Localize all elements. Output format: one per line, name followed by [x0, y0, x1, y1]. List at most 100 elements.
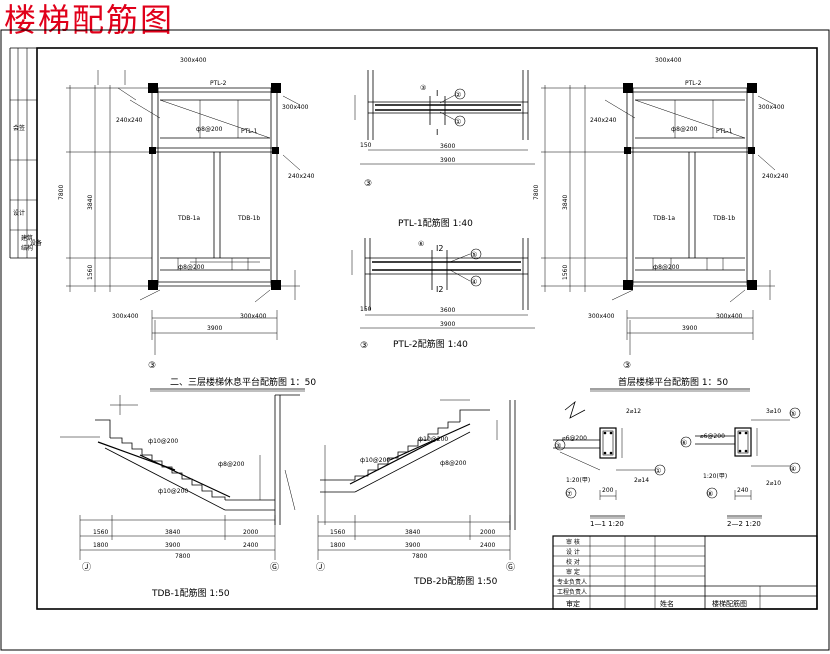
tdb1-dim-3900: 3900 [165, 542, 180, 549]
title-flights-23: 二、三层楼梯休息平台配筋图 1：50 [170, 376, 316, 388]
detail-section-11 [553, 400, 655, 519]
plan-right-phi2: ф8@200 [671, 126, 698, 133]
tdb2b-phi10: ф10@200 [418, 436, 448, 443]
tdb2b-dim-7800: 7800 [412, 553, 427, 560]
tb-review: 审定 [566, 599, 580, 608]
plan-left-tdb1a: TDB-1a [177, 215, 200, 222]
beam-ptl1-sec-top: I [436, 89, 438, 98]
side-label-3: 建筑 [21, 234, 33, 242]
tdb1-dim-1800: 1800 [93, 542, 108, 549]
beam-ptl1-c3: ③ [420, 84, 426, 92]
plan-left-col-br: 300x400 [240, 313, 267, 320]
plan-right-dim-1560: 1560 [562, 265, 569, 280]
tdb1-dim-2000: 2000 [243, 529, 258, 536]
plan-right-dim-3900: 3900 [682, 325, 697, 332]
plan-right [541, 85, 776, 355]
flight-tdb1 [60, 394, 300, 560]
d11-bar-bot: 2⌀14 [634, 477, 649, 484]
side-label-2: 设计 [13, 209, 25, 217]
tdb2b-dim-1560: 1560 [330, 529, 345, 536]
plan-right-tdb1a: TDB-1a [652, 215, 675, 222]
tdb2b-caption: TDB-2b配筋图 1:50 [413, 575, 498, 587]
flight-tdb1-labels: ф10@200 ф8@200 ф10@200 1560 3840 2000 18… [82, 438, 279, 599]
plan-left-tdb1b: TDB-1b [237, 215, 260, 222]
beam-ptl2 [351, 238, 535, 329]
beam-ptl1-c1: ① [455, 118, 461, 126]
d11-stir: ⌀6@200 [562, 435, 587, 442]
plan-right-ptl2: PTL-2 [685, 80, 702, 87]
plan-left-phi: ф8@200 [178, 264, 205, 271]
beam-ptl2-labels: ⑤ ④ ⑥ I2 I2 150 3600 3900 ③ PTL-2配筋图 1:4… [360, 240, 482, 351]
plan-right-tdb1b: TDB-1b [712, 215, 735, 222]
d11-note: 1:20(甲) [566, 477, 590, 484]
plan-left-columns [148, 83, 281, 290]
beam-ptl2-dim-3600: 3600 [440, 307, 455, 314]
tb-row-1: 审 核 [566, 538, 580, 546]
tb-row-4: 审 定 [566, 568, 580, 576]
beam-ptl1-labels: ② ① ③ I I 150 3900 3600 ③ PTL-1配筋图 1:40 [360, 84, 473, 229]
tdb1-phi10b: ф10@200 [158, 488, 188, 495]
section-titles: 二、三层楼梯休息平台配筋图 1：50 首层楼梯平台配筋图 1：50 [150, 376, 750, 392]
beam-ptl1-marker-1 [454, 115, 466, 127]
tb-row-6: 工程负责人 [557, 588, 587, 596]
plan-left-labels: 300x400 PTL-2 300x400 240x240 PTL-1 240x… [58, 57, 315, 371]
beam-ptl2-axis: ③ [360, 341, 368, 351]
drawing-title: 楼梯配筋图 [4, 1, 175, 39]
d22-stir: ⌀6@200 [700, 433, 725, 440]
d22-marker-8 [706, 487, 718, 499]
d22-c4: ④ [790, 465, 796, 473]
plan-right-col-right: 300x400 [758, 104, 785, 111]
plan-left [66, 70, 301, 355]
detail-section-11-dots [603, 431, 613, 455]
beam-ptl1-c2: ② [455, 91, 461, 99]
tdb2b-dim-3840: 3840 [405, 529, 420, 536]
d22-caption: 2—2 1:20 [727, 520, 761, 528]
side-label-4: 结构 [21, 244, 33, 252]
tdb2b-axis-j: Ⓙ [316, 562, 325, 573]
plan-right-phi: ф8@200 [653, 264, 680, 271]
plan-right-col-240r: 240x240 [762, 173, 789, 180]
tdb2b-phi10b: ф10@200 [360, 457, 390, 464]
tdb1-dim-1560: 1560 [93, 529, 108, 536]
plan-left-dim-3900: 3900 [207, 325, 222, 332]
plan-left-col-bl: 300x400 [112, 313, 139, 320]
detail-section-22 [695, 419, 790, 519]
d11-c3: ③ [555, 442, 561, 450]
d11-marker-7 [565, 487, 577, 499]
d22-c5: ⑤ [790, 410, 796, 418]
beam-ptl2-marker-5 [470, 248, 482, 260]
beam-ptl2-c6: ⑥ [418, 240, 424, 248]
d22-bar-bot: 2⌀10 [766, 480, 781, 487]
beam-ptl2-dim-150: 150 [360, 306, 372, 313]
beam-ptl1-dim-150: 150 [360, 142, 372, 149]
detail-section-11-labels: ③ 2⌀12 ⌀6@200 ① 2⌀14 1:20(甲) ⑦ 200 1—1 1… [554, 408, 666, 528]
plan-left-col-label: 300x400 [180, 57, 207, 64]
tdb2b-dim-2400: 2400 [480, 542, 495, 549]
tb-row-2: 设 计 [566, 548, 580, 556]
d11-marker-3 [554, 439, 566, 451]
detail-section-22-labels: ⑥ ⌀6@200 ⑤ 3⌀10 ④ 2⌀10 1:20(甲) ⑧ 240 2—2… [680, 407, 801, 528]
beam-ptl1 [354, 70, 535, 165]
beam-ptl1-sec-bot: I [436, 128, 438, 137]
d22-w240: 240 [737, 487, 749, 494]
plan-right-ptl1: PTL-1 [716, 128, 733, 135]
d22-c6: ⑥ [681, 439, 687, 447]
tdb1-dim-2400: 2400 [243, 542, 258, 549]
plan-right-col-label: 300x400 [655, 57, 682, 64]
d22-marker-4 [789, 462, 801, 474]
plan-right-axis: ③ [623, 361, 631, 371]
plan-right-col-240: 240x240 [590, 117, 617, 124]
detail-section-22-dots [738, 431, 748, 453]
beam-ptl1-dim-3900: 3900 [440, 157, 455, 164]
plan-left-dim-1560: 1560 [87, 265, 94, 280]
beam-ptl2-c4: ④ [471, 278, 477, 286]
beam-ptl2-marker-4 [470, 275, 482, 287]
beam-ptl2-caption: PTL-2配筋图 1:40 [393, 338, 468, 350]
tdb1-phi8: ф8@200 [218, 461, 245, 468]
plan-left-axis: ③ [148, 361, 156, 371]
side-label-5: 设备 [30, 239, 42, 247]
beam-ptl1-caption: PTL-1配筋图 1:40 [398, 217, 473, 229]
tdb2b-dim-2000: 2000 [480, 529, 495, 536]
d11-w200: 200 [602, 487, 614, 494]
